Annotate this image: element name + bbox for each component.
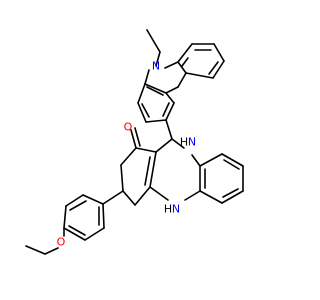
bond [181,57,189,67]
bond [155,51,161,67]
bond [84,227,105,241]
bond [122,190,136,206]
bond [144,83,167,94]
bond [212,60,225,79]
bond [177,61,187,74]
bond [165,86,179,94]
bond [25,245,46,255]
bond [149,186,169,201]
atom-label-n-ethyl: N [152,60,160,73]
bond [130,129,137,149]
bond [149,151,157,188]
bonds [25,29,244,255]
bond [213,43,225,62]
atom-label-h-upper: H [180,136,188,149]
bond [145,119,167,123]
bond [135,147,157,153]
atom-labels: N O H N H N O [57,60,196,249]
bond [221,153,244,167]
bond [146,86,164,96]
bond [137,102,147,123]
bond [134,186,151,206]
bond [165,119,173,140]
bond [165,102,175,121]
bond [144,156,151,186]
bond [144,69,150,85]
molecule-drawing: N O H N H N O [25,29,244,255]
atom-label-h-lower: H [164,203,172,216]
bond [199,190,223,204]
bond [164,61,179,69]
bond [137,83,146,104]
bond [208,61,219,75]
bond [120,147,137,166]
bond [146,29,161,53]
bond [199,153,223,167]
bond [69,200,87,211]
bond [171,138,185,149]
atom-label-o-carbonyl: O [124,121,133,134]
bond [44,247,59,255]
bond [223,159,240,170]
bond [177,72,187,88]
bond [120,164,124,192]
bond [191,154,201,167]
bond [222,188,239,198]
bond [165,92,175,104]
bond [102,203,105,229]
bond [155,138,173,153]
bond [65,194,84,207]
bond [68,225,86,236]
bond [177,43,193,63]
atom-label-n-upper: N [188,136,196,149]
bond [221,190,244,204]
atom-label-o-methoxy: O [57,236,66,249]
bond [102,190,124,205]
bond [134,127,141,147]
structure-svg: N O H N H N O [25,29,244,255]
bond [82,194,104,205]
bond [141,103,150,118]
bond [184,190,201,201]
atom-label-n-lower: N [172,203,180,216]
bond [185,72,214,79]
bond [63,227,86,241]
bond [162,102,170,117]
bond [63,205,67,229]
